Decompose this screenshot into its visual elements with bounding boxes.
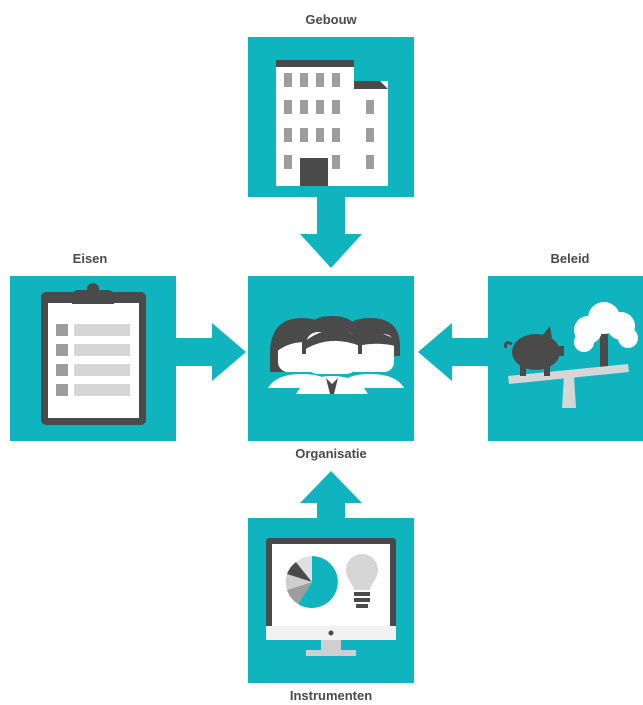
arrow-down [300,196,362,268]
label-eisen: Eisen [72,251,108,266]
tile-instrumenten [248,518,414,683]
label-beleid: Beleid [550,251,590,266]
tile-organisatie [248,276,414,441]
monitor-chart-lightbulb-icon [266,538,396,656]
piggybank-seesaw-tree-icon [504,302,638,408]
arrow-right [176,323,246,381]
people-group-icon [268,316,404,394]
clipboard-checklist-icon [41,283,146,425]
label-organisatie: Organisatie [295,446,367,461]
label-instrumenten: Instrumenten [289,688,373,703]
label-gebouw: Gebouw [305,12,357,27]
tile-gebouw [248,37,414,197]
arrow-up [300,471,362,519]
arrow-left [418,323,490,381]
office-building-icon [276,60,388,186]
tile-beleid [488,276,643,441]
tile-eisen [10,276,176,441]
